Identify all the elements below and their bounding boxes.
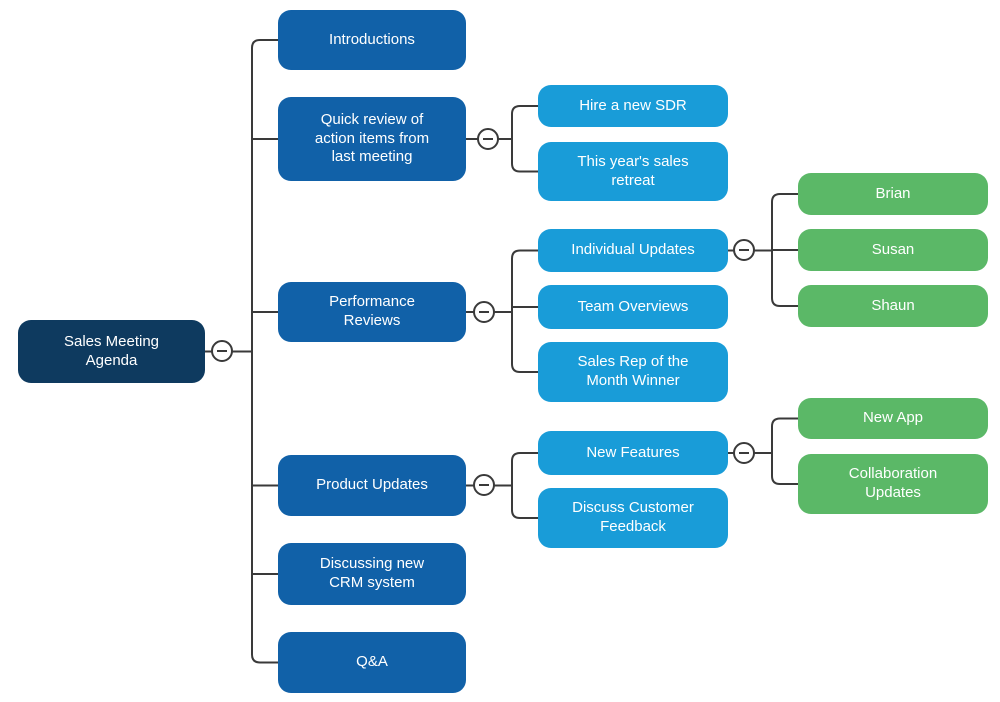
node-team-overviews[interactable]: Team Overviews [538, 285, 728, 329]
node-shaun[interactable]: Shaun [798, 285, 988, 327]
minus-icon [479, 484, 489, 486]
connector-quick-review-trunk [511, 105, 538, 173]
collapse-button-new-features[interactable] [733, 442, 755, 464]
minus-icon [483, 138, 493, 140]
node-sales-meeting-agenda[interactable]: Sales Meeting Agenda [18, 320, 205, 383]
minus-icon [479, 311, 489, 313]
node-product-updates[interactable]: Product Updates [278, 455, 466, 516]
node-individual-updates[interactable]: Individual Updates [538, 229, 728, 272]
connector-new-features-trunk [771, 417, 798, 485]
connector-performance-trunk [511, 249, 538, 373]
node-sales-rep-of-month[interactable]: Sales Rep of the Month Winner [538, 342, 728, 402]
node-brian[interactable]: Brian [798, 173, 988, 215]
node-discuss-customer-feedback[interactable]: Discuss Customer Feedback [538, 488, 728, 548]
node-introductions[interactable]: Introductions [278, 10, 466, 70]
collapse-button-performance[interactable] [473, 301, 495, 323]
minus-icon [739, 249, 749, 251]
minus-icon [217, 350, 227, 352]
node-quick-review[interactable]: Quick review of action items from last m… [278, 97, 466, 181]
node-hire-new-sdr[interactable]: Hire a new SDR [538, 85, 728, 127]
node-susan[interactable]: Susan [798, 229, 988, 271]
node-new-features[interactable]: New Features [538, 431, 728, 475]
connector-root-trunk [251, 39, 278, 664]
collapse-button-quick-review[interactable] [477, 128, 499, 150]
node-performance-reviews[interactable]: Performance Reviews [278, 282, 466, 342]
node-collaboration-updates[interactable]: Collaboration Updates [798, 454, 988, 514]
collapse-button-root[interactable] [211, 340, 233, 362]
node-discussing-new-crm[interactable]: Discussing new CRM system [278, 543, 466, 605]
minus-icon [739, 452, 749, 454]
connector-product-trunk [511, 452, 538, 519]
collapse-button-product[interactable] [473, 474, 495, 496]
node-sales-retreat[interactable]: This year's sales retreat [538, 142, 728, 201]
node-new-app[interactable]: New App [798, 398, 988, 439]
node-qa[interactable]: Q&A [278, 632, 466, 693]
collapse-button-individual[interactable] [733, 239, 755, 261]
